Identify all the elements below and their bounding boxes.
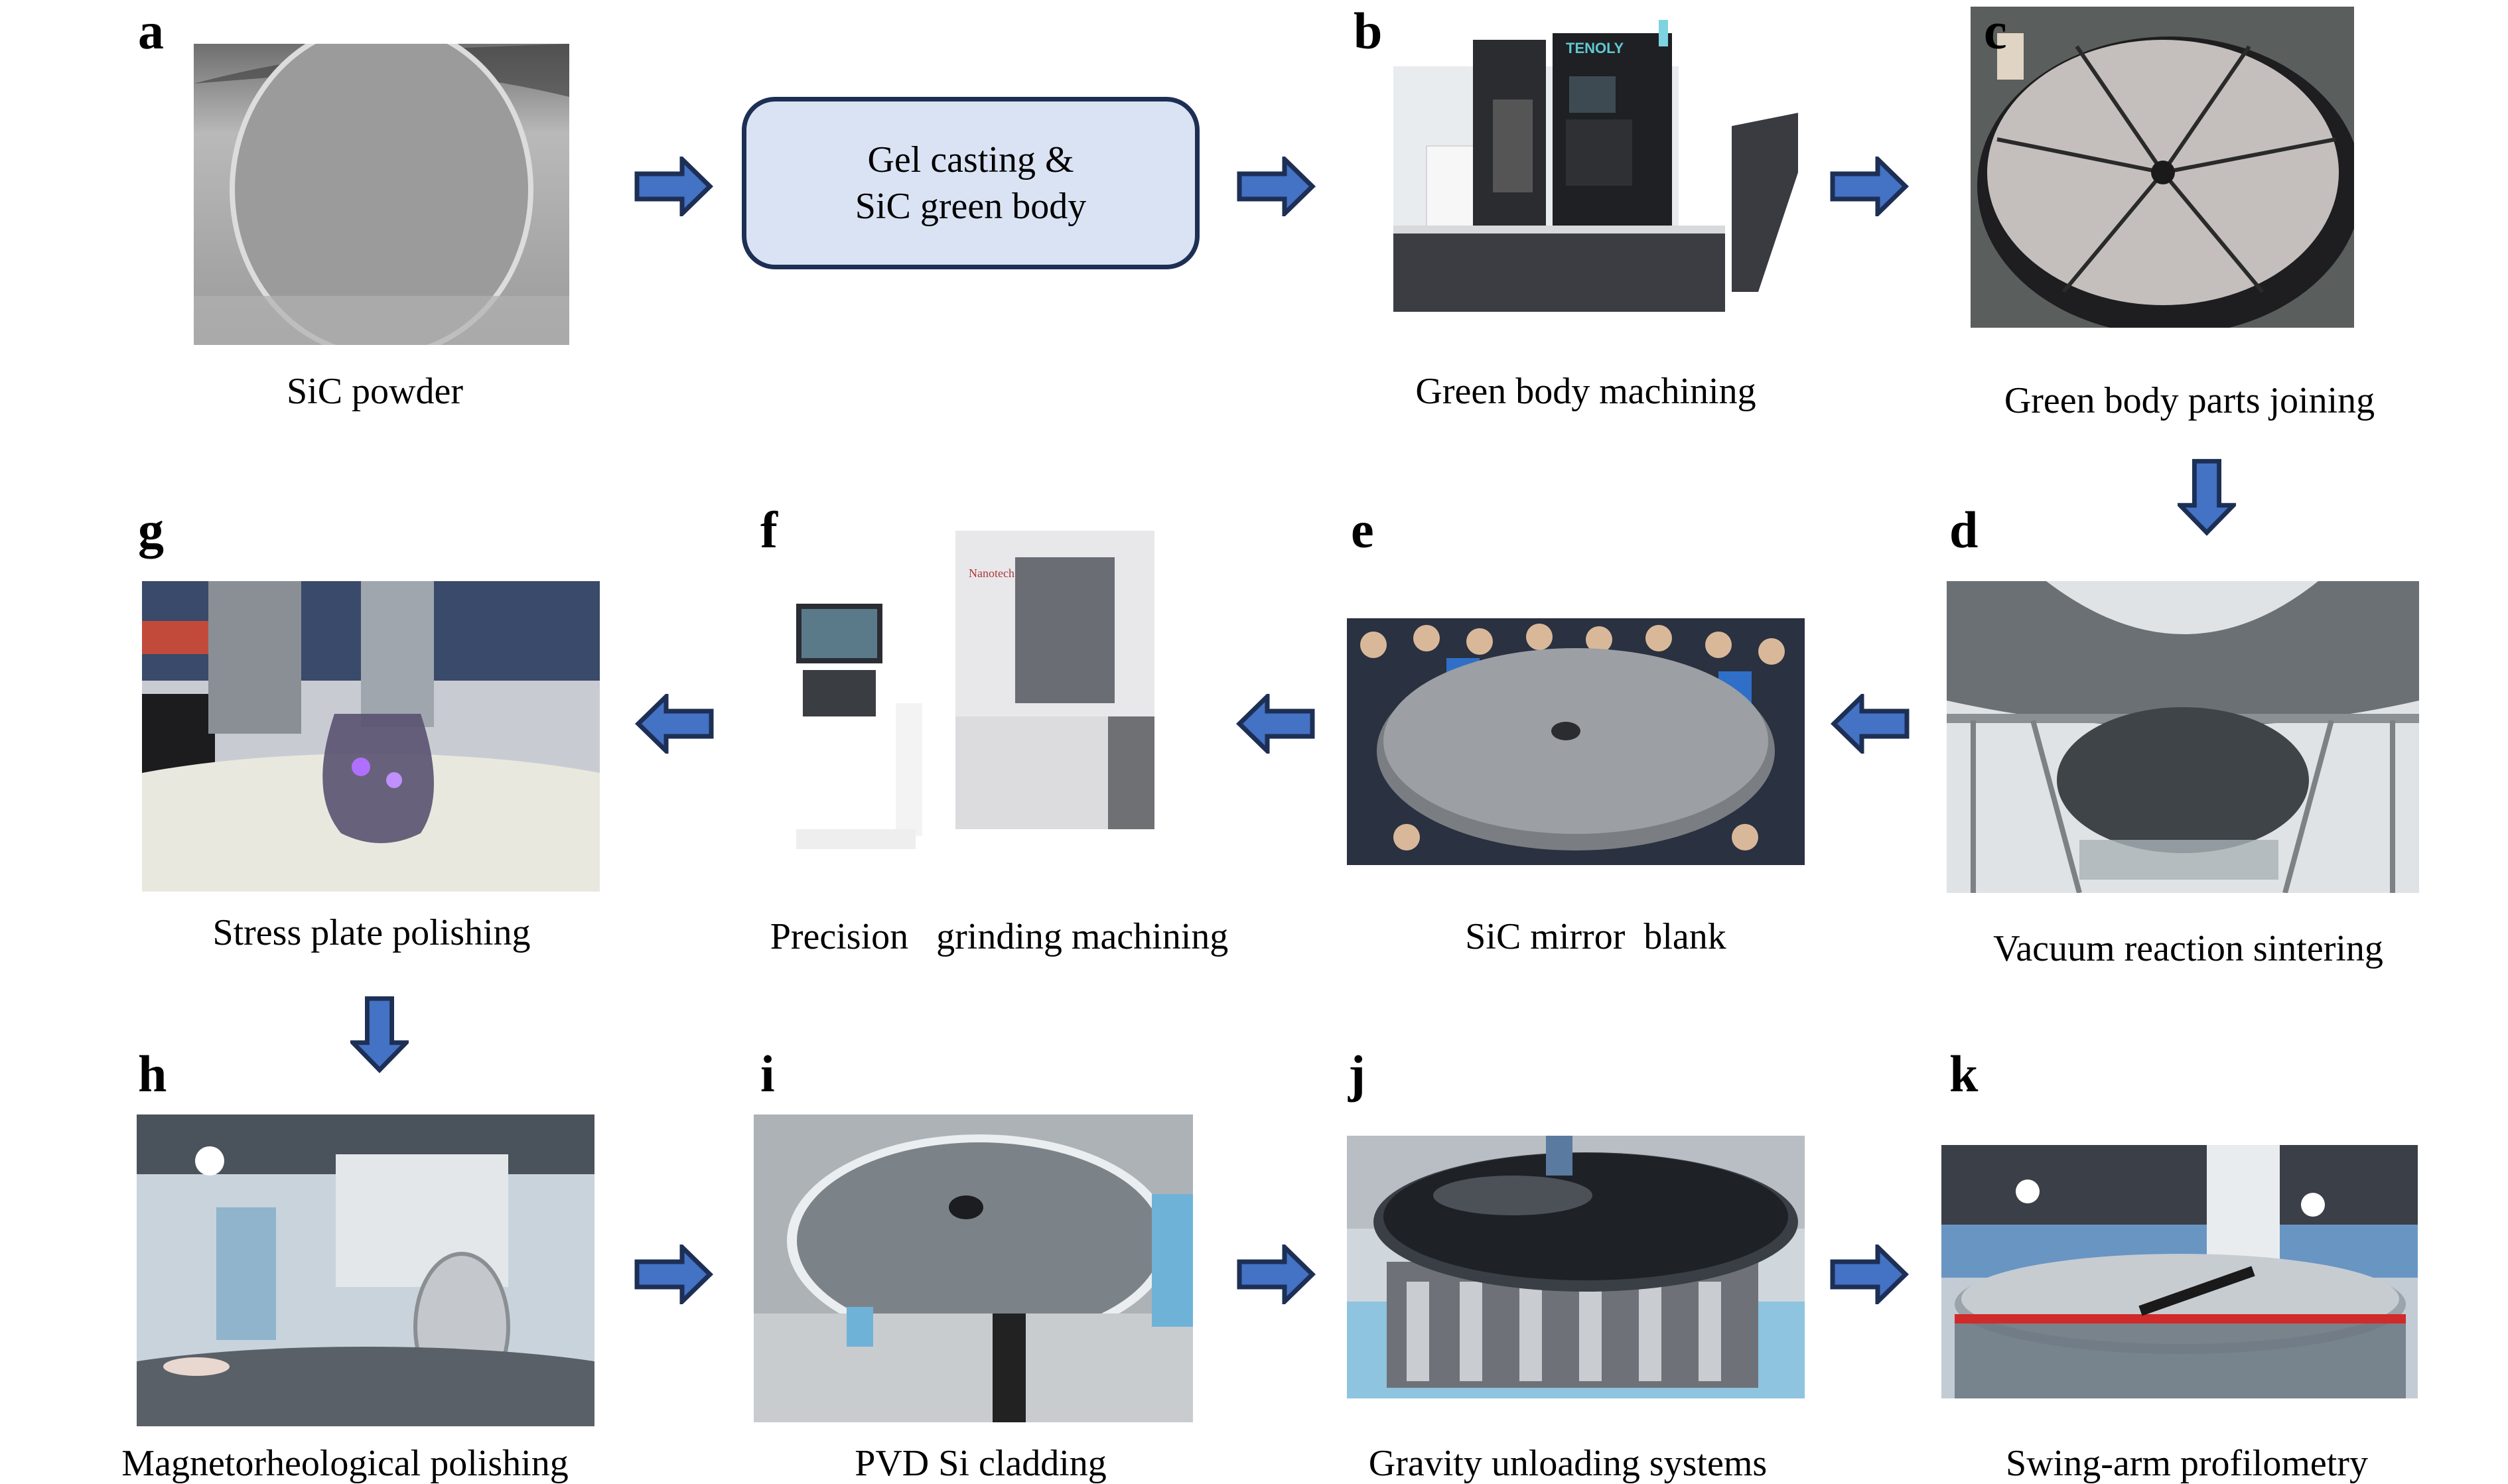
photo-sic-mirror-blank <box>1347 618 1805 865</box>
caption-e: SiC mirror blank <box>1465 916 1726 957</box>
panel-label-c: c <box>1984 2 2007 60</box>
caption-k: Swing-arm profilometry <box>2006 1443 2368 1484</box>
panel-label-j: j <box>1348 1045 1365 1103</box>
caption-a: SiC powder <box>287 371 463 412</box>
photo-pvd-si-cladding <box>754 1114 1193 1422</box>
photo-sic-powder <box>194 44 569 345</box>
panel-label-k: k <box>1949 1045 1979 1103</box>
caption-c: Green body parts joining <box>2004 380 2375 421</box>
panel-label-a: a <box>138 2 164 60</box>
caption-g: Stress plate polishing <box>212 912 531 953</box>
panel-label-b: b <box>1354 2 1383 60</box>
caption-b: Green body machining <box>1415 371 1756 412</box>
panel-label-g: g <box>138 501 164 559</box>
arrow-left-icon <box>1830 694 1910 754</box>
arrow-left-icon <box>634 694 714 754</box>
photo-precision-grinding-machine: Nanotech <box>796 517 1168 876</box>
panel-label-i: i <box>760 1045 775 1103</box>
caption-h: Magnetorheological polishing <box>121 1443 569 1484</box>
caption-i: PVD Si cladding <box>855 1443 1107 1484</box>
photo-cnc-lathe: TENOLY <box>1387 13 1798 320</box>
photo-magnetorheological-polishing <box>137 1114 594 1426</box>
arrow-left-icon <box>1235 694 1315 754</box>
arrow-right-icon <box>634 157 714 216</box>
panel-label-f: f <box>760 501 778 559</box>
arrow-right-icon <box>634 1245 714 1304</box>
process-box-gel-casting: Gel casting & SiC green body <box>742 97 1200 269</box>
panel-label-e: e <box>1351 501 1374 559</box>
photo-green-body-joining <box>1971 7 2354 328</box>
process-box-line1: Gel casting & <box>867 139 1074 180</box>
caption-j: Gravity unloading systems <box>1368 1443 1768 1484</box>
photo-vacuum-sintering-furnace <box>1947 581 2419 893</box>
arrow-right-icon <box>1830 1245 1910 1304</box>
photo-swing-arm-profilometer <box>1941 1145 2418 1398</box>
process-box-line2: SiC green body <box>855 186 1087 227</box>
arrow-right-icon <box>1237 157 1316 216</box>
photo-gravity-unloading-system <box>1347 1136 1805 1398</box>
brand-text-b: TENOLY <box>1566 40 1624 56</box>
arrow-right-icon <box>1237 1245 1316 1304</box>
caption-f: Precision grinding machining <box>770 916 1229 957</box>
arrow-right-icon <box>1830 157 1910 216</box>
brand-text-f: Nanotech <box>969 567 1014 580</box>
arrow-down-icon <box>2178 458 2236 537</box>
caption-d: Vacuum reaction sintering <box>1993 928 2383 969</box>
photo-stress-plate-polishing <box>142 581 600 892</box>
arrow-down-icon <box>350 995 409 1075</box>
panel-label-h: h <box>138 1045 167 1103</box>
panel-label-d: d <box>1949 501 1979 559</box>
